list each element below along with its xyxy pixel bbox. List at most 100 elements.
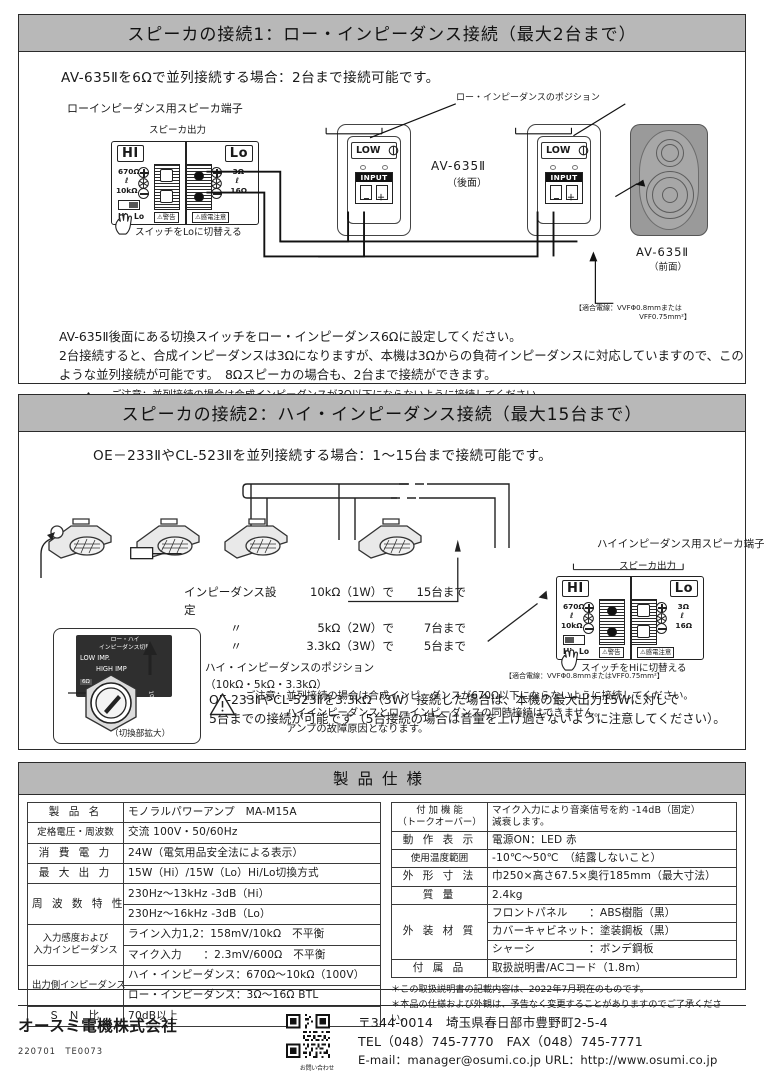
spec-value: モノラルパワーアンプ MA-M15A (123, 801, 381, 824)
woofer-ring-outer (646, 171, 694, 219)
unit-front-caption: （前面） (649, 262, 688, 273)
section2-lead: OE－233ⅡやCL-523Ⅱを並列接続する場合：1～15台まで接続可能です。 (93, 448, 553, 464)
wire-note-1-line1: 【適合電線：VVFΦ0.8mmまたは (575, 304, 682, 312)
spec-value: カバーキャビネット：塗装鋼板（黒） (487, 922, 737, 942)
switch-lo-label-2: Lo (579, 647, 590, 656)
company-name: オースミ電機株式会社 (18, 1017, 178, 1035)
table-row: 製 品 名モノラルパワーアンプ MA-M15A (27, 801, 381, 824)
switch-note-1: スイッチをLoに切替える (135, 227, 242, 238)
speaker-output-label-2: スピーカ出力 (619, 561, 677, 572)
hand-pointer-icon-2 (561, 649, 578, 671)
spec-value: 巾250×高さ67.5×奥行185mm（最大寸法） (487, 867, 737, 887)
rotary-low-imp-label: LOW IMP. (80, 654, 110, 662)
hi-lug-bottom-2 (607, 627, 617, 637)
input-plus-2: ＋ (567, 193, 575, 202)
setting-value-0: 10kΩ（1W）で (310, 585, 394, 599)
input-minus-2: − (553, 194, 560, 203)
company-tel-fax: TEL（048）745-7770 FAX（048）745-7771 (358, 1033, 643, 1049)
rear-inner-frame-2 (537, 136, 591, 224)
high-position-value: （10kΩ・5kΩ・3.3kΩ） (205, 679, 328, 691)
setting-label-2: 〃 (230, 638, 242, 653)
ceiling-speakers-group (40, 483, 510, 578)
tweeter-ring-inner (661, 144, 679, 162)
section-high-impedance: スピーカの接続2：ハイ・インピーダンス接続（最大15台まで） OE－233ⅡやC… (18, 394, 764, 750)
terminal-divider-2 (630, 577, 632, 659)
hi-terminal-label-2: HI (562, 580, 589, 597)
switch-note-2: スイッチをHiに切替える (581, 663, 687, 674)
spec-value: 交流 100V・50/60Hz (123, 822, 381, 844)
hi-star-screw-2 (583, 613, 594, 624)
document-code: 220701 TE0073 (18, 1046, 104, 1056)
woofer-ring-inner (662, 187, 678, 203)
low-setting-label-2: LOW (541, 142, 587, 159)
hi-plus-screw-2 (583, 602, 594, 613)
table-row: 出力側インピーダンスハイ・インピーダンス：670Ω～10kΩ（100V） (27, 964, 381, 1007)
spec-key: 外 装 材 質 (391, 903, 488, 960)
high-position-label: ハイ・インピーダンスのポジション (205, 662, 375, 674)
section1-body-line-2: ような並列接続が可能です。 8Ωスピーカの場合も、2台まで接続ができます。 (59, 367, 497, 383)
spec-key: 周 波 数 特 性 (27, 883, 124, 926)
input-terminal-2: INPUT − ＋ (545, 172, 583, 204)
tweeter-ring-outer (656, 139, 684, 167)
setting-value-2: 3.3kΩ（3W）で (306, 638, 394, 653)
lo-lug-bottom (194, 192, 204, 202)
rotary-title-line2: インピーダンス切替 (98, 644, 152, 651)
table-row: 入力感度および入力インピーダンスライン入力1,2：158mV/10kΩ 不平衡 (27, 924, 381, 966)
setting-label-1: 〃 (230, 620, 242, 635)
lo-terminal-label: Lo (224, 145, 253, 162)
amp-terminal-block-high: HI Lo 670Ω ℓ 10kΩ 3Ω ℓ 16Ω (556, 576, 704, 660)
spec-value: シャーシ ：ボンデ鋼板 (487, 940, 737, 960)
table-row: 付 属 品取扱説明書/ACコード（1.8m） (391, 958, 737, 978)
spec-value: 2.4kg (487, 885, 737, 905)
spec-value: ライン入力1,2：158mV/10kΩ 不平衡 (123, 924, 381, 946)
spec-key: Ｓ Ｎ 比 (27, 1005, 124, 1028)
setting-count-1: 7台まで (423, 620, 466, 635)
lo-range-mid: ℓ (235, 176, 240, 185)
spec-key: 定格電圧・周波数 (27, 822, 124, 844)
shock-warning-label-1: ⚠感電注意 (192, 212, 230, 223)
section2-caution: ご注意：並列接続の場合は合成インピーダンスが670Ω以下にならないように接続して… (209, 688, 694, 738)
rotary-arrow-icon (143, 641, 157, 675)
setting-count-0: 15台まで (416, 585, 466, 599)
hi-range-mid-2: ℓ (570, 611, 574, 620)
rotary-switch-detail: ロー・ハイ インピーダンス切替 LOW IMP. HIGH IMP 6Ω 3.3… (53, 628, 201, 744)
section-low-impedance: スピーカの接続1：ロー・インピーダンス接続（最大2台まで） AV-635Ⅱを6Ω… (18, 14, 746, 434)
setting-count-2: 5台まで (423, 638, 466, 653)
spec-key: 入力感度および入力インピーダンス (27, 924, 124, 966)
setting-label-0: インピーダンス設定 (184, 585, 277, 617)
hi-range-top: 670Ω (118, 167, 140, 176)
wire-note-2: 【適合電線：VVFΦ0.8mmまたはVFF0.75mm²】 (505, 672, 664, 680)
hi-lo-switch-high[interactable] (563, 635, 585, 645)
table-row: 動 作 表 示電源ON：LED 赤 (391, 830, 737, 851)
table-row: 定格電圧・周波数交流 100V・50/60Hz (27, 822, 381, 844)
lo-terminal-label-2: Lo (669, 580, 698, 597)
spec-note-0: ＊この取扱説明書の記載内容は、2022年7月現在のものです。 (391, 983, 649, 995)
hi-lo-switch-low[interactable] (118, 200, 140, 210)
hi-range-bot: 10kΩ (116, 186, 138, 195)
lo-lug-bottom-2 (637, 625, 650, 638)
speaker-output-label-1: スピーカ出力 (149, 125, 207, 136)
spec-value: -10℃～50℃ （結露しないこと） (487, 849, 737, 869)
input-terminal-1: INPUT − ＋ (355, 172, 393, 204)
low-position-label: ロー・インピーダンスのポジション (456, 93, 600, 103)
spec-value: マイク入力 ：2.3mV/600Ω 不平衡 (123, 944, 381, 966)
unit-name-front: AV-635Ⅱ (636, 245, 690, 259)
section1-lead: AV-635Ⅱを6Ωで並列接続する場合：2台まで接続可能です。 (61, 70, 440, 86)
spec-value: マイク入力により音楽信号を約 -14dB（固定）減衰します。 (487, 802, 737, 832)
spec-key: 外 形 寸 法 (391, 867, 488, 887)
low-terminal-caption: ローインピーダンス用スピーカ端子 (67, 102, 243, 115)
section2-title: スピーカの接続2：ハイ・インピーダンス接続（最大15台まで） (19, 395, 745, 432)
footer-divider (18, 1005, 746, 1006)
setting-value-1: 5kΩ（2W）で (317, 620, 394, 635)
high-terminal-caption: ハイインピーダンス用スピーカ端子 (597, 538, 764, 550)
spec-key: 出力側インピーダンス (27, 964, 126, 1007)
switch-lo-label-1: Lo (134, 212, 145, 221)
company-email-url: E-mail：manager@osumi.co.jp URL：http://ww… (358, 1052, 718, 1067)
spec-notes: ＊この取扱説明書の記載内容は、2022年7月現在のものです。 ＊本品の仕様および… (391, 983, 737, 1027)
spec-key: 付 加 機 能（トークオーバー） (391, 802, 488, 832)
